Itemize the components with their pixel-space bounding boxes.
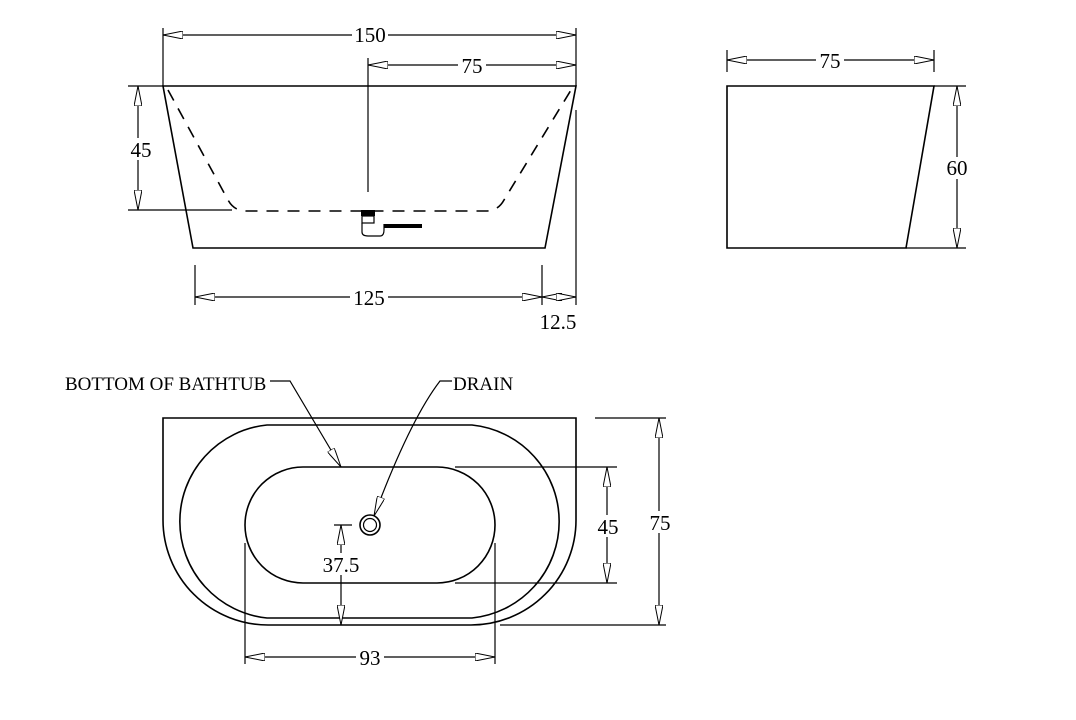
tub-plan-outline xyxy=(162,417,577,626)
label-bottom-of-bathtub: BOTTOM OF BATHTUB xyxy=(65,374,266,395)
tub-end-outline xyxy=(726,85,935,249)
dim-overall-width: 75 xyxy=(650,511,671,535)
leader-drain xyxy=(373,380,452,516)
dim-height: 60 xyxy=(947,156,968,180)
dim-basin-length: 93 xyxy=(360,646,381,670)
drain-icon xyxy=(359,514,381,536)
dim-taper-offset: 12.5 xyxy=(540,310,577,334)
leader-bottom xyxy=(270,380,342,467)
dim-width: 75 xyxy=(820,49,841,73)
tub-bottom-outline xyxy=(244,466,496,584)
dim-inner-depth: 45 xyxy=(131,138,152,162)
dim-half-length: 75 xyxy=(462,54,483,78)
side-view: 150 75 45 125 12.5 xyxy=(126,23,577,334)
dim-basin-width: 45 xyxy=(598,515,619,539)
inner-basin-hidden-line xyxy=(167,89,572,212)
dim-bottom-length: 125 xyxy=(353,286,385,310)
tub-rim-outline xyxy=(179,424,560,619)
dim-overall-length: 150 xyxy=(354,23,386,47)
plan-view: BOTTOM OF BATHTUB DRAIN 45 75 37.5 93 xyxy=(65,374,673,670)
tub-side-outline xyxy=(162,85,577,249)
drain-fitting-icon xyxy=(361,210,422,237)
dim-drain-offset: 37.5 xyxy=(323,553,360,577)
end-view: 75 60 xyxy=(726,49,971,249)
label-drain: DRAIN xyxy=(453,374,513,395)
